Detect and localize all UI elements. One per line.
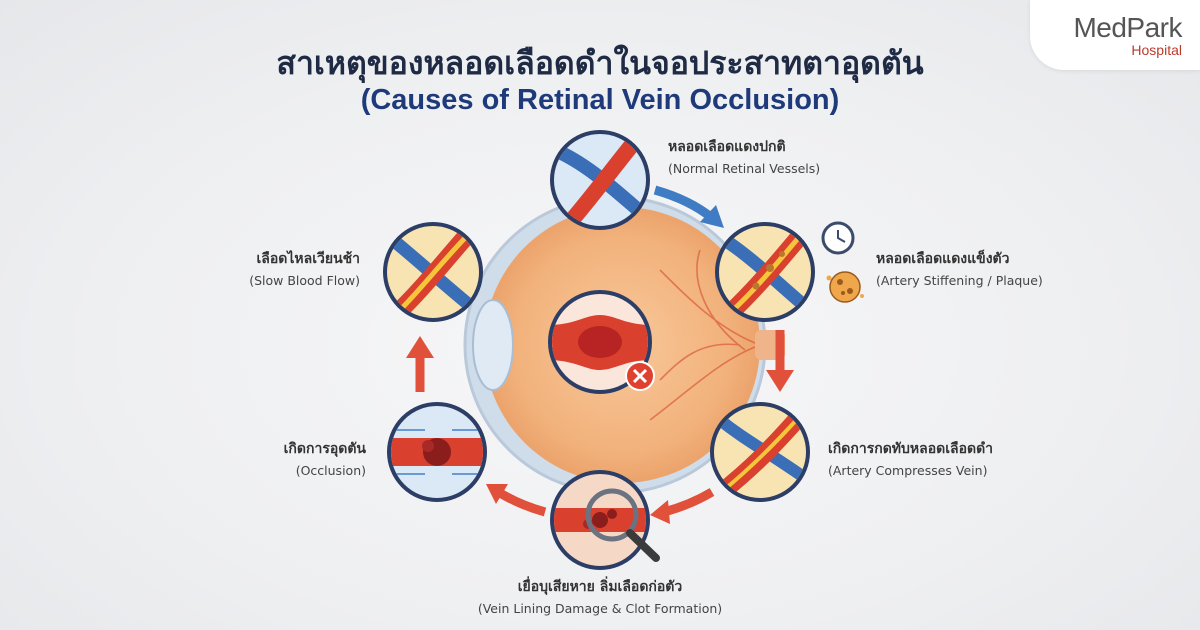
- stage-6-circle: [383, 222, 483, 322]
- label-stage-4-english: (Vein Lining Damage & Clot Formation): [477, 601, 723, 616]
- label-stage-3-thai: เกิดการกดทับหลอดเลือดดำ: [828, 441, 994, 457]
- label-stage-5-thai: เกิดการอุดตัน: [283, 441, 366, 457]
- plaque-icon: [826, 271, 864, 303]
- label-stage-1: หลอดเลือดแดงปกติ (Normal Retinal Vessels…: [668, 136, 820, 176]
- title-english: (Causes of Retinal Vein Occlusion): [360, 84, 840, 116]
- cornea: [472, 299, 514, 391]
- title-thai: สาเหตุของหลอดเลือดดำในจอประสาทตาอุดตัน: [276, 44, 924, 82]
- retinal-vessels: [649, 249, 761, 421]
- label-stage-1-thai: หลอดเลือดแดงปกติ: [668, 139, 786, 155]
- magnifier-icon: [585, 488, 660, 562]
- stage-2-circle: [715, 222, 815, 322]
- label-stage-5: เกิดการอุดตัน (Occlusion): [150, 438, 366, 478]
- label-stage-2-thai: หลอดเลือดแดงแข็งตัว: [876, 251, 1010, 267]
- label-stage-1-english: (Normal Retinal Vessels): [668, 161, 821, 176]
- label-stage-2: หลอดเลือดแดงแข็งตัว (Artery Stiffening /…: [876, 248, 1043, 288]
- label-stage-4: เยื่อบุเสียหาย ลิ่มเลือดก่อตัว (Vein Lin…: [400, 576, 800, 616]
- label-stage-5-english: (Occlusion): [295, 463, 366, 478]
- brand-logo: MedPark Hospital: [1030, 0, 1200, 70]
- label-stage-4-thai: เยื่อบุเสียหาย ลิ่มเลือดก่อตัว: [517, 579, 683, 595]
- brand-sub: Hospital: [1131, 42, 1182, 58]
- stage-3-circle: [710, 402, 810, 502]
- blocked-x-icon: [625, 361, 655, 391]
- arrow-3-to-4: [662, 488, 715, 517]
- label-stage-3-english: (Artery Compresses Vein): [828, 463, 988, 478]
- brand-name: MedPark: [1073, 12, 1182, 43]
- arrow-4-to-5: [497, 489, 547, 517]
- label-stage-6-thai: เลือดไหลเวียนช้า: [256, 251, 361, 267]
- label-stage-2-english: (Artery Stiffening / Plaque): [876, 273, 1043, 288]
- clock-icon: [821, 221, 855, 255]
- label-stage-6-english: (Slow Blood Flow): [249, 273, 360, 288]
- label-stage-6: เลือดไหลเวียนช้า (Slow Blood Flow): [130, 248, 360, 288]
- stage-1-circle: [550, 130, 650, 230]
- center-blocked-vessel: [548, 290, 652, 394]
- label-stage-3: เกิดการกดทับหลอดเลือดดำ (Artery Compress…: [828, 438, 993, 478]
- cycle-arrows: [406, 185, 794, 524]
- stage-5-circle: [387, 402, 487, 502]
